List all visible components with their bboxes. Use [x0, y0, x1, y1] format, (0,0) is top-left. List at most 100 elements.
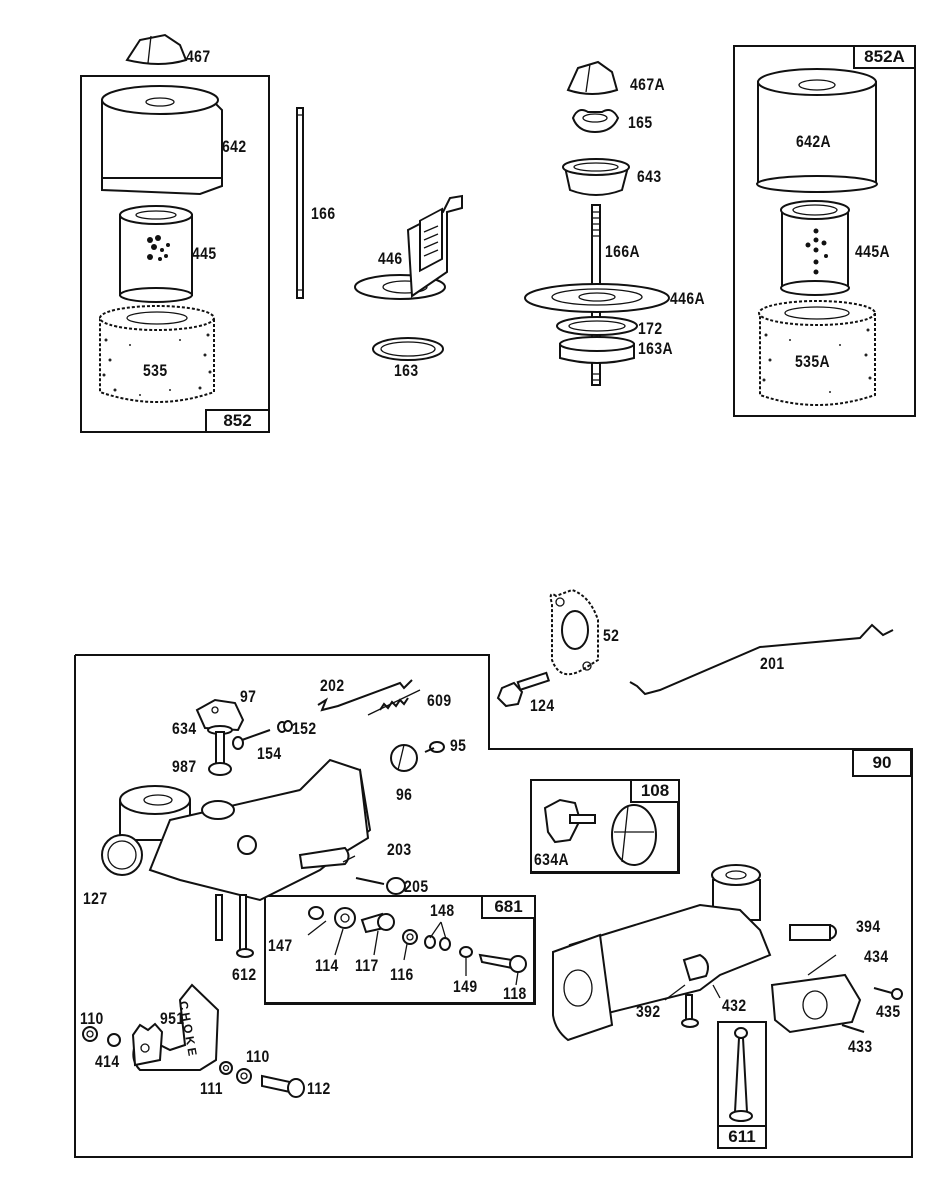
- throttle-valve-96: [390, 744, 418, 772]
- part-label: 95: [450, 736, 467, 755]
- part-label: 149: [453, 977, 478, 996]
- kit-label-852A: 852A: [853, 45, 916, 69]
- part-label: 394: [856, 917, 881, 936]
- part-label: 446: [378, 249, 403, 268]
- seal-172: [556, 316, 638, 336]
- base-plate-446A: [524, 283, 670, 313]
- gasket-163: [372, 337, 444, 361]
- choke-lever-951: [131, 983, 220, 1071]
- spacer-414: [107, 1033, 121, 1047]
- cup-643: [562, 158, 630, 196]
- screw-95: [424, 741, 445, 753]
- part-label: 392: [636, 1002, 661, 1021]
- kit-label-90: 90: [852, 749, 912, 777]
- gasket-52: [549, 588, 599, 676]
- part-label: 148: [430, 901, 455, 920]
- kit-label-611: 611: [717, 1125, 767, 1149]
- part-label: 643: [637, 167, 662, 186]
- part-label: 110: [246, 1047, 270, 1066]
- air-cleaner-cover-642: [101, 85, 223, 196]
- leader-203: [342, 855, 356, 863]
- kit-frame-852: [80, 75, 270, 433]
- throttle-lever-97: [195, 698, 245, 732]
- part-label: 172: [638, 319, 663, 338]
- screw-435: [873, 987, 903, 1000]
- part-label: 434: [864, 947, 889, 966]
- pre-cleaner-535: [99, 305, 215, 403]
- cover-knob-467: [125, 33, 188, 65]
- part-label: 154: [257, 744, 282, 763]
- part-label: 987: [172, 757, 197, 776]
- part-label: 127: [83, 889, 108, 908]
- governor-link-201: [629, 623, 894, 696]
- kit-108-parts: [543, 798, 657, 866]
- kit-label-681: 681: [481, 895, 536, 919]
- part-label: 535A: [795, 352, 830, 371]
- part-label: 535: [143, 361, 168, 380]
- kit-frame-681: [264, 895, 536, 1005]
- part-label: 201: [760, 654, 785, 673]
- float-bowl-cover-434: [770, 954, 862, 1034]
- part-label: 205: [404, 877, 429, 896]
- washer-110-left: [82, 1026, 98, 1042]
- part-label: 203: [387, 840, 412, 859]
- part-label: 612: [232, 965, 257, 984]
- part-label: 163A: [638, 339, 673, 358]
- kit-label-108: 108: [630, 779, 680, 803]
- part-label: 467: [186, 47, 211, 66]
- part-label: 202: [320, 676, 345, 695]
- part-label: 96: [396, 785, 413, 804]
- part-label: 163: [394, 361, 419, 380]
- part-label: 634A: [534, 850, 569, 869]
- leader-392: [664, 984, 686, 1001]
- part-label: 445: [192, 244, 217, 263]
- link-202: [317, 679, 413, 712]
- part-label: 951: [160, 1009, 185, 1028]
- part-label: 435: [876, 1002, 901, 1021]
- pre-cleaner-535A: [758, 300, 876, 406]
- part-label: 111: [200, 1079, 223, 1098]
- part-label: 166A: [605, 242, 640, 261]
- cover-knob-467A: [566, 60, 619, 95]
- kit-label-852: 852: [205, 409, 270, 433]
- part-label: 97: [240, 687, 257, 706]
- washer-110-right: [236, 1068, 252, 1084]
- kit-frame-108: [530, 779, 680, 874]
- leader-432: [712, 984, 721, 999]
- bracket-446: [354, 194, 463, 300]
- part-label: 117: [355, 956, 379, 975]
- float-bowl-nut-611: [729, 1027, 753, 1122]
- part-label: 634: [172, 719, 197, 738]
- part-label: 467A: [630, 75, 665, 94]
- wing-nut-165: [571, 109, 620, 134]
- part-label: 414: [95, 1052, 120, 1071]
- part-label: 52: [603, 626, 620, 645]
- part-label: 116: [390, 965, 414, 984]
- part-label: 110: [80, 1009, 104, 1028]
- spring-152: [277, 720, 293, 733]
- base-163A: [559, 336, 635, 364]
- screw-112: [261, 1074, 305, 1098]
- part-label: 642A: [796, 132, 831, 151]
- part-label: 642: [222, 137, 247, 156]
- part-label: 147: [268, 936, 293, 955]
- part-label: 445A: [855, 242, 890, 261]
- part-label: 165: [628, 113, 653, 132]
- air-filter-cartridge-445: [119, 205, 193, 303]
- stud-166: [296, 107, 304, 299]
- part-label: 433: [848, 1037, 873, 1056]
- air-filter-cartridge-445A: [780, 200, 850, 296]
- pin-433: [841, 1024, 865, 1033]
- part-label: 166: [311, 204, 336, 223]
- part-label: 609: [427, 691, 452, 710]
- air-cleaner-cover-642A: [756, 68, 878, 193]
- carburetor-body-127: [101, 758, 372, 958]
- carburetor-body-right: [552, 864, 837, 1042]
- bolt-124: [496, 671, 551, 708]
- kit-outline-90: [74, 654, 913, 1158]
- part-label: 152: [292, 719, 317, 738]
- part-label: 124: [530, 696, 555, 715]
- part-label: 432: [722, 996, 747, 1015]
